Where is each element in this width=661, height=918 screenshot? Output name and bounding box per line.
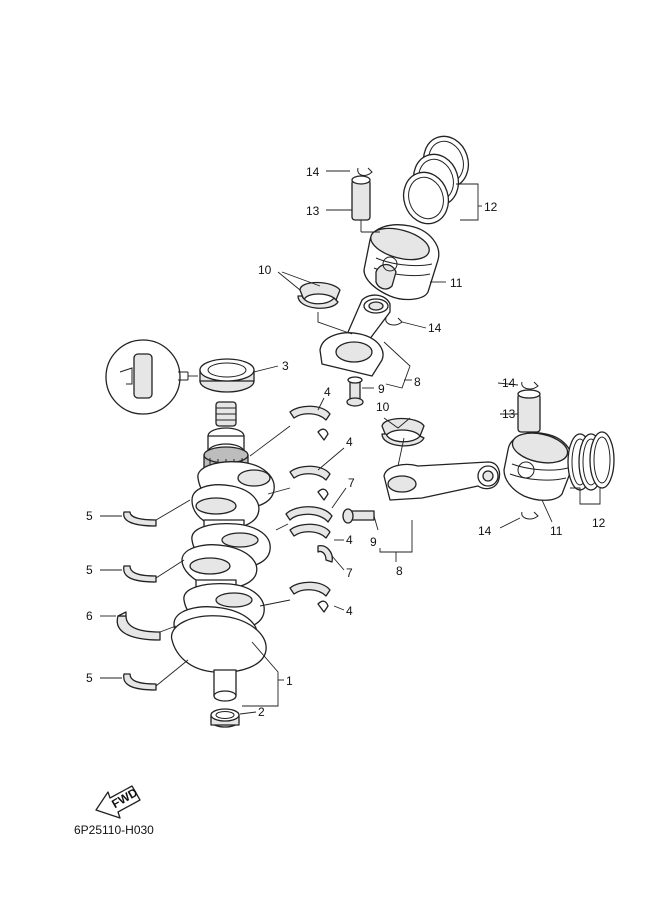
- callout-labels: 14 13 12 11 10 14 3 8 9 4 14 10 13 4 7 5…: [86, 165, 606, 719]
- thrust-bearing-6: [116, 611, 161, 641]
- bearing-shell-5a: [123, 511, 157, 527]
- bearing-shell-10-upper: [297, 281, 341, 309]
- piston-rings-lower: [567, 431, 615, 491]
- callout-8: 8: [396, 564, 403, 578]
- circlip-upper-a: [357, 167, 373, 176]
- callout-4: 4: [346, 533, 353, 547]
- callout-2: 2: [258, 705, 265, 719]
- bearing-shell-5b: [123, 565, 157, 583]
- piston-lower: [503, 432, 574, 501]
- seal-detail-inset: [105, 339, 198, 415]
- callout-14: 14: [478, 524, 492, 538]
- callout-10: 10: [376, 400, 390, 414]
- callout-11: 11: [450, 276, 463, 290]
- callout-5: 5: [86, 671, 93, 685]
- callout-4: 4: [346, 604, 353, 618]
- bearing-shell-4c: [289, 523, 331, 539]
- fwd-arrow-icon: FWD: [95, 785, 141, 819]
- callout-6: 6: [86, 609, 93, 623]
- bearing-shell-7b: [317, 545, 333, 563]
- oil-seal-top: [199, 358, 255, 393]
- callout-3: 3: [282, 359, 289, 373]
- callout-4: 4: [324, 385, 331, 399]
- piston-upper: [363, 224, 440, 301]
- bearing-shell-5c: [123, 673, 157, 691]
- callout-9: 9: [370, 535, 377, 549]
- connecting-rod-lower: [383, 461, 501, 501]
- bearing-shell-4d: [289, 581, 331, 613]
- rod-bolt-lower: [342, 508, 375, 524]
- callout-14: 14: [502, 376, 516, 390]
- callout-12: 12: [592, 516, 606, 530]
- circlip-lower-b: [521, 511, 539, 520]
- callout-13: 13: [502, 407, 516, 421]
- piston-pin-upper: [351, 175, 371, 221]
- callout-13: 13: [306, 204, 320, 218]
- callout-14: 14: [306, 165, 320, 179]
- piston-rings-upper: [402, 135, 470, 225]
- circlip-lower-a: [521, 381, 539, 390]
- callout-12: 12: [484, 200, 498, 214]
- bearing-shell-7a: [285, 506, 333, 523]
- connecting-rod-upper: [319, 294, 391, 377]
- oil-seal-bottom: [210, 708, 240, 728]
- piston-pin-lower: [517, 389, 541, 433]
- callout-10: 10: [258, 263, 272, 277]
- callout-7: 7: [348, 476, 355, 490]
- rod-bolt-upper: [346, 376, 364, 407]
- crankshaft: [170, 401, 275, 702]
- callout-7: 7: [346, 566, 353, 580]
- callout-14: 14: [428, 321, 442, 335]
- callout-4: 4: [346, 435, 353, 449]
- leader-lines: [100, 170, 601, 715]
- callout-5: 5: [86, 563, 93, 577]
- callout-1: 1: [286, 674, 293, 688]
- diagram-code: 6P25110-H030: [74, 823, 154, 837]
- circlip-upper-b: [385, 317, 403, 326]
- bearing-shell-4a: [289, 405, 331, 441]
- bearing-shell-10-lower: [381, 417, 425, 447]
- callout-11: 11: [550, 524, 563, 538]
- bearing-shell-4b: [289, 465, 331, 501]
- callout-5: 5: [86, 509, 93, 523]
- callout-9: 9: [378, 382, 385, 396]
- callout-8: 8: [414, 375, 421, 389]
